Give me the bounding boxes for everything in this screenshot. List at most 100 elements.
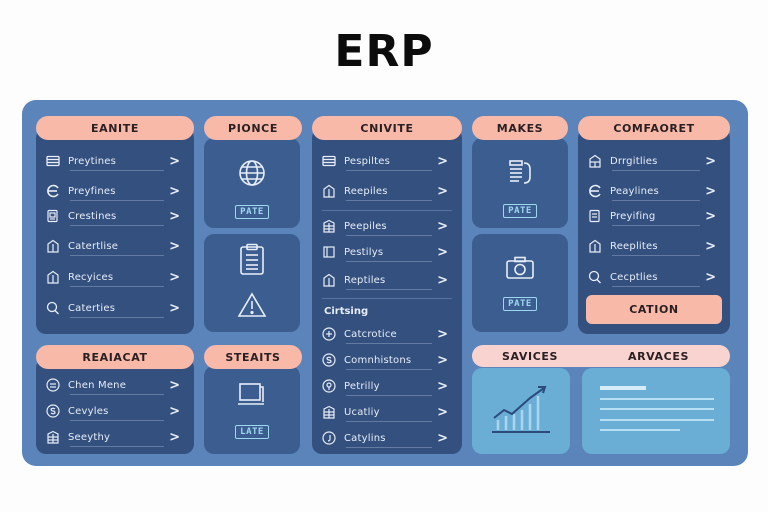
eanite-item-5[interactable]: Caterties >	[36, 297, 194, 319]
eanite-item-4[interactable]: Recyices >	[36, 266, 194, 288]
text-placeholder-line	[600, 419, 714, 421]
comfaoret-item-2[interactable]: Preyifing >	[578, 205, 730, 227]
chevron-right-icon: >	[169, 208, 180, 224]
eanite-item-1[interactable]: Preyfines >	[36, 180, 194, 202]
globe-icon	[237, 158, 267, 193]
building-icon	[588, 154, 602, 168]
steaits-tile-0[interactable]: LATE	[204, 366, 300, 454]
text-placeholder-heading	[600, 386, 646, 390]
item-label: Preyfines	[68, 185, 116, 197]
item-label: Comnhistons	[344, 354, 412, 366]
chevron-right-icon: >	[169, 429, 180, 445]
eanite-panel: Preytines > Preyfines > Crestines > Cate…	[36, 128, 194, 334]
document-icon	[46, 209, 60, 223]
divider	[70, 200, 164, 201]
eanite-header[interactable]: EANITE	[36, 116, 194, 140]
chevron-right-icon: >	[705, 153, 716, 169]
dashboard-board: EANITE Preytines > Preyfines > Crestines…	[22, 100, 748, 466]
steaits-header[interactable]: STEAITS	[204, 345, 302, 369]
cnivite-section-item-0[interactable]: Catcrotice >	[312, 323, 462, 345]
comfaoret-header[interactable]: COMFAORET	[578, 116, 730, 140]
cnivite-section-item-1[interactable]: Comnhistons >	[312, 349, 462, 371]
makes-tile-1[interactable]: PATE	[472, 234, 568, 332]
building-grid-icon	[322, 405, 336, 419]
chevron-right-icon: >	[437, 430, 448, 446]
divider	[346, 421, 432, 422]
chevron-right-icon: >	[169, 377, 180, 393]
arvaces-label: ARVACES	[628, 350, 689, 363]
eanite-item-2[interactable]: Crestines >	[36, 205, 194, 227]
status-badge: PATE	[503, 296, 537, 311]
comfaoret-item-1[interactable]: Peaylines >	[578, 180, 730, 202]
camera-icon	[505, 256, 535, 285]
text-placeholder-line	[600, 398, 714, 400]
chevron-right-icon: >	[169, 269, 180, 285]
comfaoret-item-4[interactable]: Cecptlies >	[578, 266, 730, 288]
document-icon	[588, 209, 602, 223]
item-label: Catcrotice	[344, 328, 397, 340]
building-icon	[322, 273, 336, 287]
cnivite-item-1[interactable]: Reepiles >	[312, 180, 462, 202]
warning-icon	[237, 292, 267, 323]
chevron-right-icon: >	[705, 269, 716, 285]
divider	[70, 286, 164, 287]
item-label: Pestilys	[344, 246, 384, 258]
search-user-icon	[46, 301, 60, 315]
building-icon	[46, 239, 60, 253]
item-label: Caterties	[68, 302, 116, 314]
pionce-tile-1[interactable]	[204, 234, 300, 332]
pionce-header[interactable]: PIONCE	[204, 116, 302, 140]
cnivite-section-item-4[interactable]: Catylins >	[312, 427, 462, 449]
growth-chart-card[interactable]	[472, 368, 570, 454]
divider	[70, 225, 164, 226]
section-divider	[322, 298, 452, 299]
reaiacat-item-0[interactable]: Chen Mene >	[36, 374, 194, 396]
chevron-right-icon: >	[705, 183, 716, 199]
item-label: Seeythy	[68, 431, 111, 443]
divider	[612, 200, 700, 201]
cation-button[interactable]: CATION	[586, 295, 722, 324]
cnivite-header[interactable]: CNIVITE	[312, 116, 462, 140]
makes-tile-0[interactable]: PATE	[472, 138, 568, 228]
divider	[346, 200, 432, 201]
item-label: Chen Mene	[68, 379, 127, 391]
savices-arvaces-header[interactable]: SAVICES ARVACES	[472, 345, 730, 367]
book-icon	[322, 245, 336, 259]
cnivite-item-0[interactable]: Pespiltes >	[312, 150, 462, 172]
divider	[612, 286, 700, 287]
text-summary-card[interactable]	[582, 368, 730, 454]
item-label: Reptiles	[344, 274, 386, 286]
item-label: Preyifing	[610, 210, 656, 222]
reaiacat-header[interactable]: REAIACAT	[36, 345, 194, 369]
cnivite-item-2[interactable]: Peepiles >	[312, 215, 462, 237]
comfaoret-item-0[interactable]: Drrgitlies >	[578, 150, 730, 172]
chevron-right-icon: >	[437, 378, 448, 394]
cnivite-section-item-2[interactable]: Petrilly >	[312, 375, 462, 397]
item-label: Cevyles	[68, 405, 109, 417]
item-label: Reeplites	[610, 240, 658, 252]
chevron-right-icon: >	[437, 244, 448, 260]
circle-grid-icon	[322, 327, 336, 341]
cnivite-section-item-3[interactable]: Ucatliy >	[312, 401, 462, 423]
circle-tree-icon	[322, 379, 336, 393]
item-label: Peepiles	[344, 220, 387, 232]
cnivite-item-3[interactable]: Pestilys >	[312, 241, 462, 263]
divider	[70, 446, 164, 447]
list-icon	[322, 154, 336, 168]
eanite-item-3[interactable]: Catertlise >	[36, 235, 194, 257]
status-badge: PATE	[235, 204, 269, 219]
monitor-icon	[237, 382, 267, 413]
building-icon	[322, 184, 336, 198]
divider	[346, 261, 432, 262]
reaiacat-item-2[interactable]: Seeythy >	[36, 426, 194, 448]
comfaoret-item-3[interactable]: Reeplites >	[578, 235, 730, 257]
eanite-item-0[interactable]: Preytines >	[36, 150, 194, 172]
chevron-right-icon: >	[437, 183, 448, 199]
cnivite-item-4[interactable]: Reptiles >	[312, 269, 462, 291]
pionce-tile-0[interactable]: PATE	[204, 138, 300, 228]
chevron-right-icon: >	[437, 272, 448, 288]
currency-icon	[588, 184, 602, 198]
status-badge: LATE	[235, 424, 269, 439]
makes-header[interactable]: MAKES	[472, 116, 568, 140]
reaiacat-item-1[interactable]: Cevyles >	[36, 400, 194, 422]
